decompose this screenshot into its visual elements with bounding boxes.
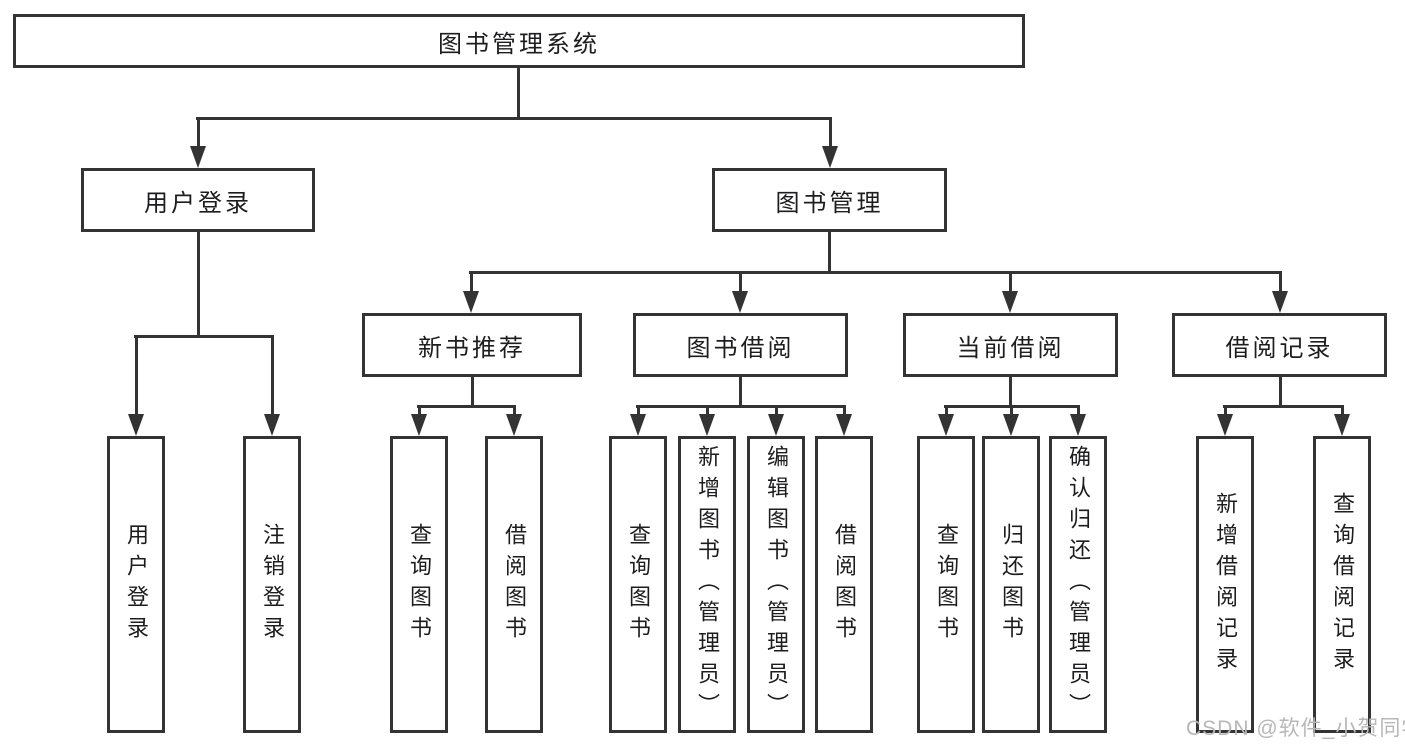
watermark: CSDN @软件_小贺同学 [1186, 717, 1405, 740]
arrow-down-icon [1002, 291, 1018, 313]
arrow-down-icon [732, 291, 748, 313]
arrow-down-icon [1217, 414, 1233, 436]
connector-hline [134, 335, 274, 338]
node-current-borrow: 当前借阅 [903, 313, 1118, 377]
connector-vline [1340, 406, 1344, 417]
node-label: 新书推荐 [418, 334, 526, 362]
leaf-query-borrow-record: 查询借阅记录 [1313, 436, 1371, 733]
leaf-add-books-admin: 新增图书（管理员） [678, 436, 736, 733]
leaf-query-books-recommend: 查询图书 [390, 436, 448, 733]
connector-vline [196, 232, 200, 338]
leaf-confirm-return-admin: 确认归还（管理员） [1049, 436, 1107, 733]
connector-hline [1223, 405, 1344, 408]
connector-vline [1008, 271, 1012, 294]
connector-vline [636, 406, 640, 417]
arrow-down-icon [1272, 291, 1288, 313]
connector-vline [828, 118, 832, 149]
node-label: 借阅记录 [1225, 334, 1334, 362]
connector-hline [196, 117, 832, 120]
connector-vline [516, 68, 520, 118]
connector-vline [1009, 406, 1013, 417]
leaf-label: 借阅图书 [832, 522, 857, 647]
node-label: 当前借阅 [956, 334, 1065, 362]
leaf-label: 注销登录 [260, 522, 285, 647]
node-label: 图书管理系统 [438, 30, 600, 58]
leaf-label: 查询借阅记录 [1330, 491, 1355, 678]
arrow-down-icon [463, 291, 479, 313]
connector-hline [944, 405, 1080, 408]
node-book-management: 图书管理 [712, 168, 947, 232]
node-user-login: 用户登录 [81, 168, 315, 232]
leaf-query-books-borrow: 查询图书 [609, 436, 667, 733]
connector-vline [827, 232, 831, 273]
connector-vline [417, 406, 421, 417]
leaf-label: 新增借阅记录 [1213, 491, 1238, 678]
connector-vline [738, 271, 742, 294]
leaf-label: 查询图书 [934, 522, 959, 647]
arrow-down-icon [836, 414, 852, 436]
leaf-user-login: 用户登录 [107, 436, 165, 733]
connector-vline [738, 377, 742, 407]
arrow-down-icon [822, 146, 838, 168]
connector-hline [417, 405, 516, 408]
leaf-logout: 注销登录 [243, 436, 301, 733]
arrow-down-icon [1070, 414, 1086, 436]
node-label: 图书借阅 [686, 334, 795, 362]
connector-vline [1008, 377, 1012, 407]
connector-vline [1278, 271, 1282, 294]
leaf-label: 归还图书 [999, 522, 1024, 647]
leaf-query-books-current: 查询图书 [917, 436, 975, 733]
connector-vline [774, 406, 778, 417]
connector-vline [470, 377, 474, 407]
arrow-down-icon [190, 146, 206, 168]
arrow-down-icon [1334, 414, 1350, 436]
connector-vline [944, 406, 948, 417]
arrow-down-icon [506, 414, 522, 436]
connector-vline [1278, 377, 1282, 407]
leaf-return-books: 归还图书 [982, 436, 1040, 733]
node-borrow-records: 借阅记录 [1172, 313, 1387, 377]
arrow-down-icon [128, 414, 144, 436]
leaf-borrow-books-recommend: 借阅图书 [485, 436, 543, 733]
connector-vline [842, 406, 846, 417]
connector-vline [512, 406, 516, 417]
arrow-down-icon [938, 414, 954, 436]
leaf-label: 编辑图书（管理员） [764, 445, 789, 724]
connector-hline [469, 271, 1282, 274]
connector-vline [1223, 406, 1227, 417]
connector-vline [1076, 406, 1080, 417]
node-label: 用户登录 [144, 189, 252, 217]
connector-vline [196, 118, 200, 149]
arrow-down-icon [768, 414, 784, 436]
leaf-label: 确认归还（管理员） [1066, 445, 1091, 724]
leaf-label: 用户登录 [124, 522, 149, 647]
connector-vline [705, 406, 709, 417]
node-label: 图书管理 [775, 189, 884, 217]
leaf-edit-books-admin: 编辑图书（管理员） [747, 436, 805, 733]
arrow-down-icon [1003, 414, 1019, 436]
leaf-label: 新增图书（管理员） [695, 445, 720, 724]
node-new-book-recommend: 新书推荐 [362, 313, 582, 377]
connector-vline [270, 337, 274, 416]
connector-vline [469, 271, 473, 294]
arrow-down-icon [411, 414, 427, 436]
connector-hline [636, 405, 846, 408]
leaf-add-borrow-record: 新增借阅记录 [1196, 436, 1254, 733]
leaf-label: 借阅图书 [502, 522, 527, 647]
arrow-down-icon [264, 414, 280, 436]
arrow-down-icon [630, 414, 646, 436]
node-book-management-system: 图书管理系统 [13, 14, 1025, 68]
leaf-label: 查询图书 [407, 522, 432, 647]
connector-vline [134, 337, 138, 416]
arrow-down-icon [699, 414, 715, 436]
leaf-label: 查询图书 [626, 522, 651, 647]
leaf-borrow-books-borrow: 借阅图书 [815, 436, 873, 733]
node-book-borrow: 图书借阅 [633, 313, 848, 377]
